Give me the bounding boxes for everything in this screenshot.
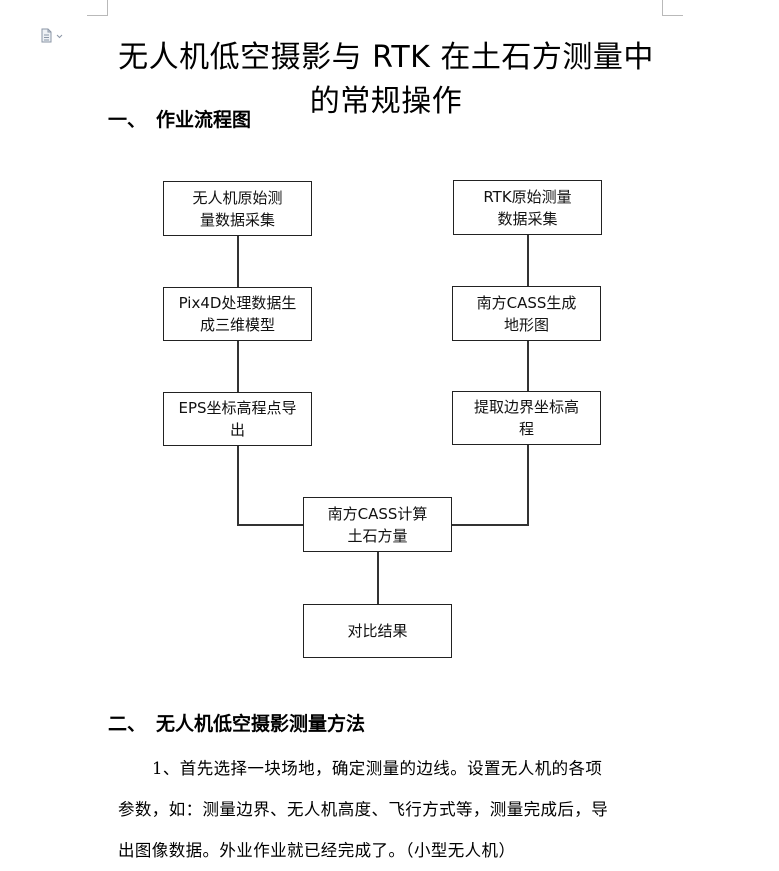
flow-box-pix4d-label: Pix4D处理数据生成三维模型 <box>178 294 297 334</box>
section-2-heading: 二、无人机低空摄影测量方法 <box>108 711 365 737</box>
flow-box-rtk-capture[interactable]: RTK原始测量数据采集 <box>453 180 602 235</box>
paragraph-line-3: 出图像数据。外业作业就已经完成了。（小型无人机） <box>118 841 516 860</box>
flow-box-cass-volume-label: 南方CASS计算土石方量 <box>327 504 428 545</box>
connector-pix4d-to-eps <box>237 340 239 393</box>
section-1-number: 一、 <box>108 109 147 131</box>
page-corner-mark-left <box>87 0 108 16</box>
flow-box-rtk-capture-label: RTK原始测量数据采集 <box>483 187 572 228</box>
section-2-number: 二、 <box>108 713 147 735</box>
connector-terrain-to-boundary <box>527 340 529 392</box>
flow-box-cass-terrain[interactable]: 南方CASS生成地形图 <box>452 286 601 341</box>
paragraph-line-1: 1、首先选择一块场地，确定测量的边线。设置无人机的各项 <box>152 759 603 778</box>
connector-boundary-down <box>527 444 529 525</box>
flow-box-uav-capture-label: 无人机原始测量数据采集 <box>192 188 283 229</box>
flow-box-compare[interactable]: 对比结果 <box>303 604 452 658</box>
flow-box-eps-export[interactable]: EPS坐标高程点导出 <box>163 392 312 446</box>
flow-box-boundary[interactable]: 提取边界坐标高程 <box>452 391 601 445</box>
page-corner-mark-right <box>662 0 683 16</box>
flow-box-compare-label: 对比结果 <box>347 622 408 640</box>
connector-boundary-to-volume <box>451 524 529 526</box>
flow-box-boundary-label: 提取边界坐标高程 <box>473 398 579 438</box>
document-icon[interactable] <box>40 28 66 44</box>
connector-eps-down <box>237 445 239 525</box>
flow-box-uav-capture[interactable]: 无人机原始测量数据采集 <box>163 181 312 236</box>
section-2-paragraph: 1、首先选择一块场地，确定测量的边线。设置无人机的各项 参数，如：测量边界、无人… <box>118 748 678 871</box>
title-line-1: 无人机低空摄影与 RTK 在土石方测量中 <box>118 40 654 76</box>
section-1-heading: 一、作业流程图 <box>108 107 251 133</box>
connector-rtk-to-terrain <box>527 234 529 287</box>
section-2-title: 无人机低空摄影测量方法 <box>156 713 366 735</box>
flow-box-cass-volume[interactable]: 南方CASS计算土石方量 <box>303 497 452 552</box>
workflow-diagram: 无人机原始测量数据采集 Pix4D处理数据生成三维模型 EPS坐标高程点导出 R… <box>163 180 602 658</box>
section-1-title: 作业流程图 <box>156 109 252 131</box>
flow-box-cass-terrain-label: 南方CASS生成地形图 <box>476 293 577 334</box>
flow-box-eps-export-label: EPS坐标高程点导出 <box>178 399 297 439</box>
title-line-2: 的常规操作 <box>309 84 463 120</box>
document-title: 无人机低空摄影与 RTK 在土石方测量中 的常规操作 <box>96 36 676 124</box>
connector-volume-to-compare <box>377 551 379 605</box>
paragraph-line-2: 参数，如：测量边界、无人机高度、飞行方式等，测量完成后，导 <box>118 800 609 819</box>
connector-uav-to-pix4d <box>237 235 239 288</box>
connector-eps-to-volume <box>237 524 304 526</box>
flow-box-pix4d[interactable]: Pix4D处理数据生成三维模型 <box>163 287 312 341</box>
